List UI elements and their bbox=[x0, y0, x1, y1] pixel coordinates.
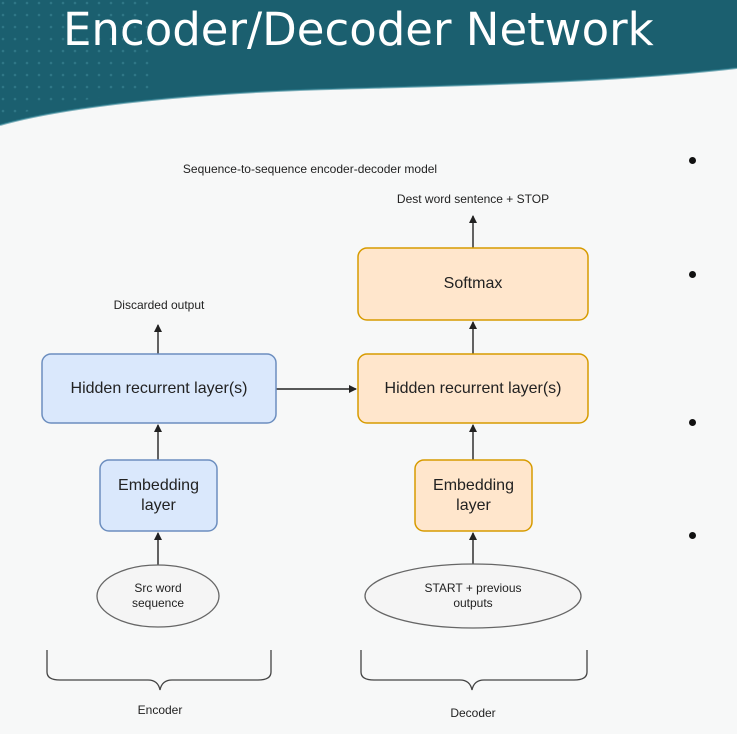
decoder-hidden-layer-label: Hidden recurrent layer(s) bbox=[384, 379, 562, 397]
encoder-brace bbox=[46, 650, 272, 691]
encoder-embedding-line1: Embedding bbox=[118, 476, 199, 494]
decoder-embedding-label: Embedding layer bbox=[415, 460, 532, 531]
encoder-input-line2: sequence bbox=[131, 596, 185, 610]
decoder-softmax-label: Softmax bbox=[443, 275, 503, 292]
decoder-embedding-box bbox=[414, 459, 533, 532]
decoder-input-line1: START + previous bbox=[424, 581, 522, 595]
decoder-input-line2: outputs bbox=[453, 596, 493, 610]
decoder-input-label: START + previous outputs bbox=[365, 564, 581, 628]
bullet-marker-1 bbox=[689, 157, 696, 164]
encoder-hidden-layer-label: Hidden recurrent layer(s) bbox=[70, 379, 248, 397]
encoder-input-ellipse bbox=[96, 564, 220, 628]
decoder-hidden-layer-box bbox=[357, 353, 589, 424]
slide-title: Encoder/Decoder Network bbox=[63, 3, 654, 56]
bullet-marker-3 bbox=[689, 419, 696, 426]
bullet-marker-4 bbox=[689, 532, 696, 539]
decoder-output-label: Dest word sentence + STOP bbox=[396, 192, 550, 206]
encoder-embedding-label: Embedding layer bbox=[100, 460, 217, 531]
decoder-embedding-line2: layer bbox=[456, 496, 491, 514]
decoder-embedding-line1: Embedding bbox=[433, 476, 514, 494]
decoder-brace bbox=[360, 650, 588, 691]
header-band bbox=[0, 0, 737, 126]
diagram-caption: Sequence-to-sequence encoder-decoder mod… bbox=[182, 162, 438, 176]
decoder-group-label: Decoder bbox=[450, 706, 496, 720]
encoder-input-label: Src word sequence bbox=[97, 565, 219, 627]
decoder-softmax-box bbox=[357, 247, 589, 321]
encoder-hidden-layer-box bbox=[41, 353, 277, 424]
encoder-group-label: Encoder bbox=[137, 703, 183, 717]
encoder-input-line1: Src word bbox=[134, 581, 182, 595]
decoder-input-ellipse bbox=[364, 563, 582, 629]
encoder-output-label: Discarded output bbox=[113, 298, 205, 312]
bullet-marker-2 bbox=[689, 271, 696, 278]
encoder-embedding-box bbox=[99, 459, 218, 532]
encoder-embedding-line2: layer bbox=[141, 496, 176, 514]
